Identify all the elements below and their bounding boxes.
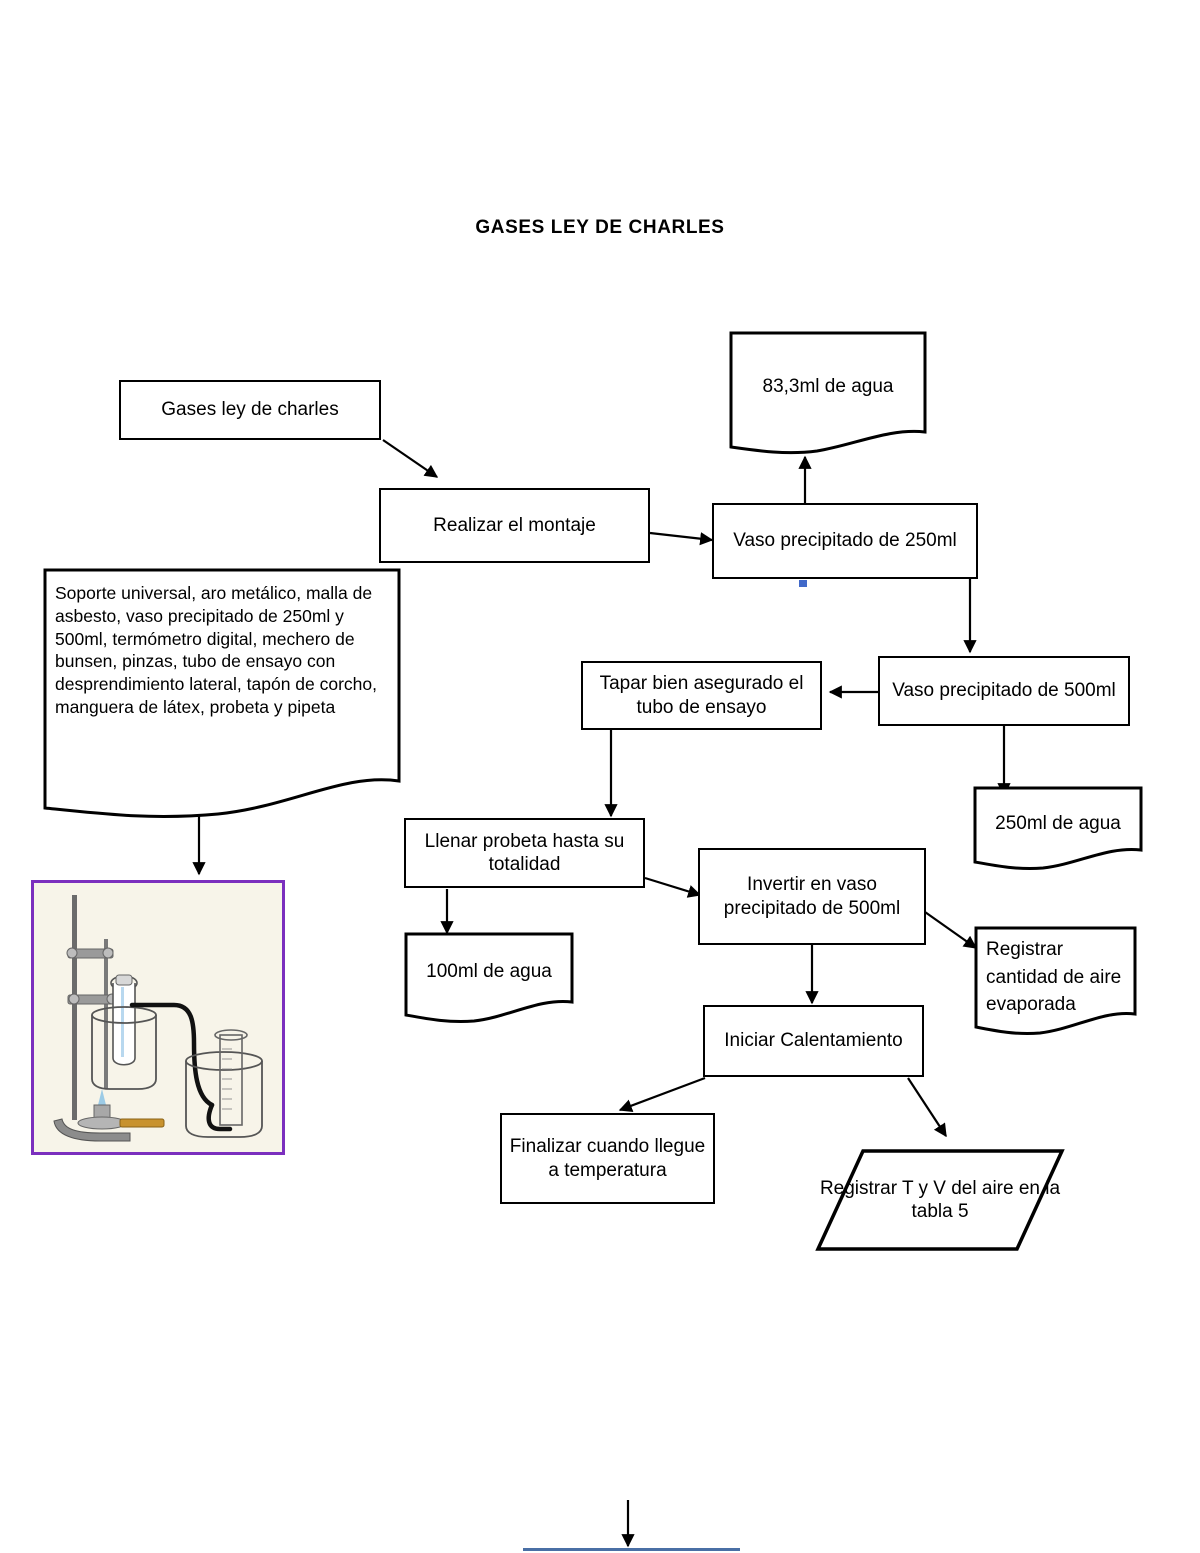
node-realizar-el-montaje[interactable]: Realizar el montaje (379, 488, 650, 563)
node-250ml-de-agua[interactable]: 250ml de agua (973, 786, 1143, 871)
node-label: Realizar el montaje (433, 514, 596, 536)
node-registrar-cantidad-de-aire[interactable]: Registrar cantidad de aire evaporada (974, 926, 1137, 1036)
page-title: GASES LEY DE CHARLES (475, 217, 725, 238)
blue-artifact-mark (799, 580, 807, 587)
node-registrar-tabla-5[interactable]: Registrar T y V del aire en la tabla 5 (815, 1148, 1065, 1252)
document-shape (974, 926, 1137, 1036)
node-label: 83,3ml de agua (762, 376, 894, 398)
parallelogram-shape (815, 1149, 1065, 1251)
edge-invertir-registraraire (924, 911, 978, 949)
edge-calentar-registrartabla (907, 1077, 947, 1138)
apparatus-illustration (31, 880, 285, 1155)
node-83-3ml-de-agua[interactable]: 83,3ml de agua (729, 331, 927, 457)
node-vaso-precipitado-250ml[interactable]: Vaso precipitado de 250ml (712, 503, 978, 579)
node-llenar-probeta[interactable]: Llenar probeta hasta su totalidad (404, 818, 645, 888)
node-iniciar-calentamiento[interactable]: Iniciar Calentamiento (703, 1005, 924, 1077)
edge-probeta-invertir (644, 876, 702, 898)
node-label: Soporte universal, aro metálico, malla d… (55, 583, 378, 717)
edge-montaje-vaso250 (649, 531, 714, 546)
edge-calentar-finalizar (618, 1076, 706, 1112)
edge-start-montaje (382, 439, 439, 478)
node-label: Vaso precipitado de 250ml (733, 530, 957, 552)
node-materiales-lista[interactable]: Soporte universal, aro metálico, malla d… (43, 568, 401, 818)
document-shape (973, 786, 1143, 871)
node-label: Registrar T y V del aire en la tabla 5 (819, 1177, 1061, 1222)
node-label: 100ml de agua (426, 961, 552, 983)
node-label: Vaso precipitado de 500ml (892, 680, 1116, 702)
node-100ml-de-agua[interactable]: 100ml de agua (404, 932, 574, 1024)
footer-rule (523, 1548, 740, 1551)
node-label: Invertir en vaso precipitado de 500ml (723, 874, 901, 919)
node-gases-ley-de-charles[interactable]: Gases ley de charles (119, 380, 381, 440)
node-label: Registrar cantidad de aire evaporada (986, 939, 1122, 1014)
document-shape (404, 932, 574, 1024)
node-tapar-tubo-de-ensayo[interactable]: Tapar bien asegurado el tubo de ensayo (581, 661, 822, 730)
node-vaso-precipitado-500ml[interactable]: Vaso precipitado de 500ml (878, 656, 1130, 726)
node-label: Tapar bien asegurado el tubo de ensayo (599, 673, 804, 718)
node-label: 250ml de agua (995, 812, 1121, 834)
node-label: Iniciar Calentamiento (724, 1030, 903, 1052)
node-finalizar-temperatura[interactable]: Finalizar cuando llegue a temperatura (500, 1113, 715, 1204)
document-shape (43, 568, 401, 818)
node-label: Gases ley de charles (161, 399, 339, 421)
node-invertir-vaso-500ml[interactable]: Invertir en vaso precipitado de 500ml (698, 848, 926, 945)
node-label: Finalizar cuando llegue a temperatura (509, 1136, 706, 1181)
node-label: Llenar probeta hasta su totalidad (424, 830, 625, 875)
lab-setup-drawing (34, 883, 282, 1152)
document-shape (729, 331, 927, 455)
